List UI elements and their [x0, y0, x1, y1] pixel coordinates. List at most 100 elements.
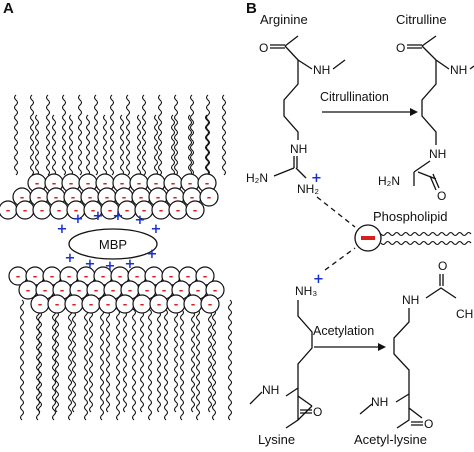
negative-charge: - — [16, 270, 21, 283]
negative-charge: - — [108, 204, 113, 217]
acetylation-arrow — [314, 343, 386, 351]
negative-charge: - — [26, 284, 31, 297]
negative-charge: - — [179, 284, 184, 297]
lysine-methyl — [249, 391, 263, 405]
negative-charge: - — [50, 270, 55, 283]
acetyl-lysine-nh: NH — [371, 395, 388, 409]
lysine-oxygen: O — [313, 405, 322, 419]
acetyl-lysine-oxygen: O — [424, 417, 433, 431]
lipid-tail — [115, 299, 121, 421]
lipid-tail — [122, 311, 128, 413]
lipid-tail — [45, 94, 51, 176]
lipid-tail — [71, 311, 77, 413]
negative-charge: - — [105, 191, 110, 204]
negative-charge: - — [67, 270, 72, 283]
negative-charge: - — [176, 204, 181, 217]
negative-charge: - — [54, 191, 59, 204]
citrulline-label: Citrulline — [396, 12, 447, 27]
arginine-side-chain — [283, 60, 299, 140]
citrulline-structure: O NH NH H₂N O — [378, 35, 474, 203]
lipid-tail — [157, 94, 163, 176]
lipid-tail — [88, 311, 94, 413]
negative-charge: - — [208, 298, 213, 311]
positive-charge: + — [125, 257, 136, 272]
arginine-oxygen: O — [259, 41, 268, 55]
negative-charge: - — [186, 270, 191, 283]
arginine-cn-double-bond — [293, 156, 298, 168]
positive-charge: + — [151, 222, 162, 237]
negative-charge: - — [213, 284, 218, 297]
lipid-tail — [221, 94, 227, 176]
phospholipid-tail-lower — [380, 240, 472, 246]
negative-charge: - — [52, 177, 57, 190]
negative-charge: - — [188, 177, 193, 190]
lipid-tail — [153, 114, 159, 176]
negative-charge: - — [207, 191, 212, 204]
mbp-ellipse — [68, 228, 158, 260]
lipid-tail — [131, 299, 137, 421]
negative-charge: - — [174, 298, 179, 311]
arginine-nh2: NH₂ — [297, 182, 319, 196]
lysine-interaction-dashes — [324, 247, 356, 271]
citrulline-nh: NH — [450, 63, 467, 77]
lipid-tail — [77, 94, 83, 176]
acetyl-lysine-carbonyl-bond — [396, 408, 423, 429]
mbp-positive-charges: +++++++++++ — [57, 209, 162, 274]
negative-charge: - — [37, 191, 42, 204]
lipid-tail — [205, 94, 211, 176]
negative-charge: - — [135, 270, 140, 283]
acetyl-lysine-nh-side: NH — [402, 293, 419, 307]
lipid-tail — [19, 299, 25, 421]
lipid-tail — [37, 311, 43, 413]
arginine-positive-charge: + — [311, 171, 322, 186]
negative-charge: - — [33, 270, 38, 283]
lipid-tail — [173, 311, 179, 413]
negative-charge: - — [69, 177, 74, 190]
negative-charge: - — [74, 204, 79, 217]
arginine-structure: O NH NH H₂N NH₂ + — [246, 35, 346, 196]
negative-charge: - — [145, 284, 150, 297]
arginine-interaction-dashes — [316, 196, 356, 228]
acetyl-oxygen: O — [438, 259, 447, 273]
arginine-methyl — [332, 59, 346, 70]
positive-charge: + — [105, 259, 116, 274]
negative-charge: - — [57, 204, 62, 217]
lipid-tail — [156, 311, 162, 413]
lysine-carbonyl-carbon — [285, 396, 313, 429]
negative-charge: - — [159, 204, 164, 217]
negative-charge: - — [125, 204, 130, 217]
positive-charge: + — [147, 247, 158, 262]
negative-charge: - — [94, 284, 99, 297]
acetyl-ch3: CH₃ — [456, 307, 474, 321]
lipid-tail — [136, 114, 142, 176]
positive-charge: + — [65, 251, 76, 266]
positive-charge: + — [135, 213, 146, 228]
lipid-tail — [147, 299, 153, 421]
lysine-nh3: NH₃ — [295, 284, 317, 298]
negative-charge: - — [128, 284, 133, 297]
arginine-nh-guanidine: NH — [290, 142, 307, 156]
negative-charge: - — [43, 284, 48, 297]
negative-charge: - — [6, 204, 11, 217]
negative-charge: - — [71, 191, 76, 204]
lipid-tail — [68, 114, 74, 176]
lipid-tail — [187, 114, 193, 176]
lipid-tail — [163, 299, 169, 421]
lipid-tail — [85, 114, 91, 176]
citrulline-oxygen: O — [396, 41, 405, 55]
lipid-tail — [119, 114, 125, 176]
negative-charge: - — [171, 177, 176, 190]
phospholipid-label: Phospholipid — [373, 209, 447, 224]
negative-charge: - — [205, 177, 210, 190]
negative-charge: - — [91, 204, 96, 217]
negative-charge: - — [20, 191, 25, 204]
acetyl-lysine-structure: O CH₃ NH NH O — [359, 259, 474, 431]
lipid-tail — [211, 299, 217, 421]
lipid-tail — [34, 114, 40, 176]
positive-charge: + — [113, 209, 124, 224]
lipid-tail — [109, 94, 115, 176]
citrulline-co-double-bond — [429, 173, 440, 191]
citrulline-side-chain — [421, 60, 437, 145]
lipid-head — [199, 187, 219, 207]
